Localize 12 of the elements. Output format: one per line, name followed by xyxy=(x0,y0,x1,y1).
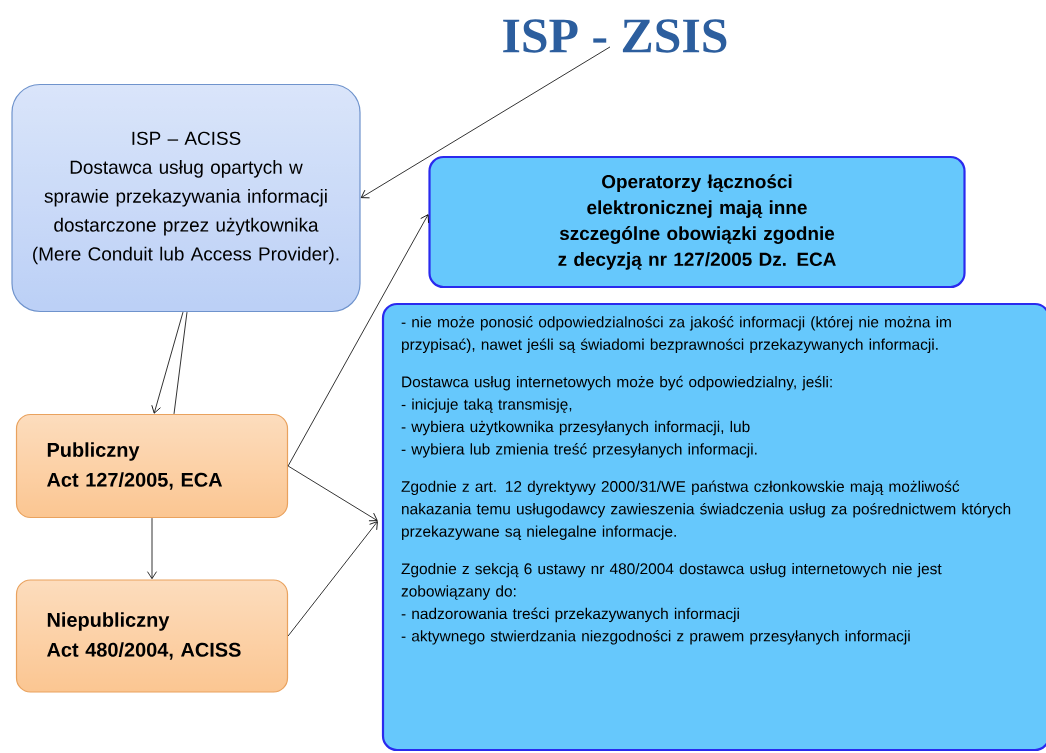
arrow xyxy=(287,214,429,467)
rounded-box: Publiczny Act 127/2005, ECA xyxy=(15,413,289,519)
arrow xyxy=(287,465,378,522)
rounded-box: ISP – ACISS Dostawca usług opartych w sprawie przekazywania informacji dostarczone przez użytkownika (Mere Conduit lub Access Provider). xyxy=(11,83,361,313)
rounded-box: Niepubliczny Act 480/2004, ACISS xyxy=(15,579,289,693)
arrow xyxy=(287,521,378,637)
arrow xyxy=(360,46,611,199)
title-text: ISP - ZSIS xyxy=(503,19,727,53)
arrow xyxy=(147,517,157,580)
rounded-box: Operatorzy łączności elektronicznej mają inne szczególne obowiązki zgodnie z decyzją nr 127/2005 Dz. ECA xyxy=(428,155,966,289)
text-panel: - nie może ponosić odpowiedzialności za jakość informacji (której nie można im przypisać), nawet jeśli są świadomi bezprawności przekazywanych informacji. Dostawca usług internetowych może być odpowiedzialny, jeśli: - inicjuje taką transmisję, - wybiera użytkownika przesyłanych informacji, lub - wybiera lub zmienia treść przesyłanych informacji. Zgodnie z art. 12 dyrektywy 2000/31/WE państwa członkowskie mają możliwość nakazania temu usługodawcy zawieszenia świadczenia usług za pośrednictwem których przekazywane są nielegalne informacje. Zgodnie z sekcją 6 ustawy nr 480/2004 dostawca usług internetowych nie jest zobowiązany do: - nadzorowania treści przekazywanych informacji - aktywnego stwierdzania niezgodności z prawem przesyłanych informacji xyxy=(381,302,1046,752)
arrow xyxy=(151,311,184,414)
